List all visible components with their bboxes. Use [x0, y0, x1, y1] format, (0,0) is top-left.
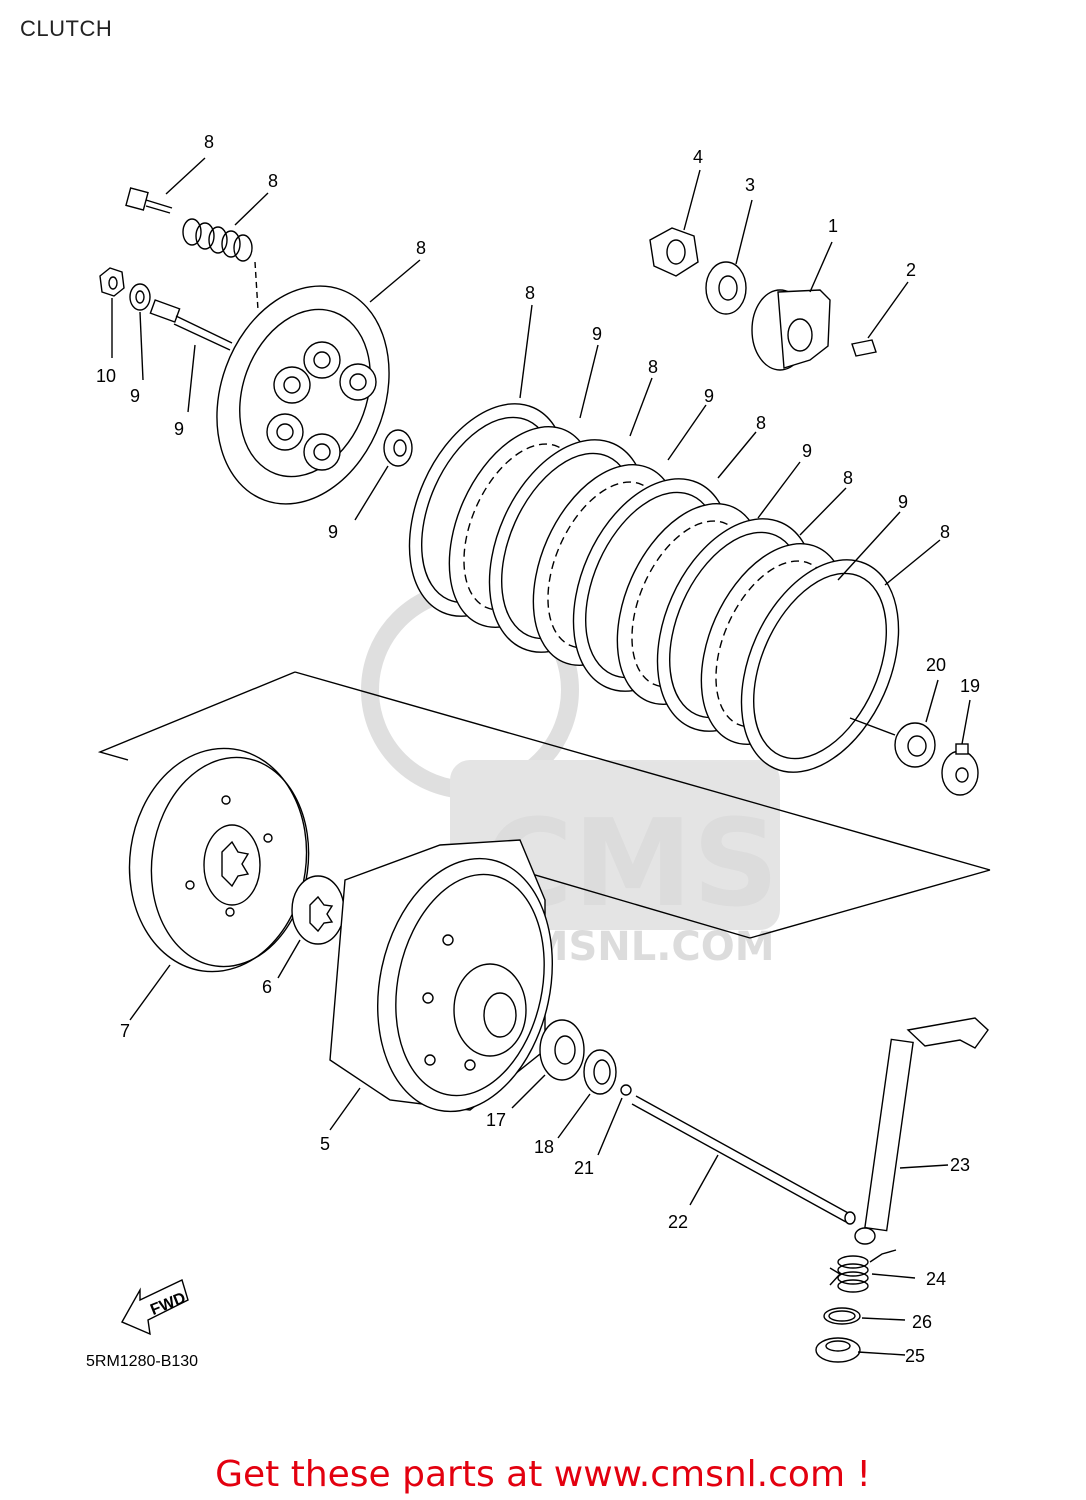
- callout-17[interactable]: 17: [486, 1110, 506, 1130]
- part-5-clutch-housing: [329, 839, 553, 1131]
- part-19-lock-washer: [941, 699, 979, 796]
- callout-9[interactable]: 9: [802, 441, 812, 461]
- part-16-nut: [99, 267, 125, 358]
- callout-5[interactable]: 5: [320, 1134, 330, 1154]
- callout-6[interactable]: 6: [262, 977, 272, 997]
- callout-9[interactable]: 9: [898, 492, 908, 512]
- callout-18[interactable]: 18: [534, 1137, 554, 1157]
- assembly-outline-top: [294, 671, 991, 871]
- callout-26[interactable]: 26: [912, 1312, 932, 1332]
- callout-9[interactable]: 9: [592, 324, 602, 344]
- part-26-circlip: [823, 1307, 906, 1325]
- callout-15[interactable]: 9: [130, 386, 140, 406]
- callout-13[interactable]: 9: [328, 522, 338, 542]
- part-7-primary-driven-gear: [128, 747, 310, 1021]
- part-15-washer: [129, 283, 151, 381]
- callout-2[interactable]: 2: [906, 260, 916, 280]
- page-title: CLUTCH: [20, 16, 113, 41]
- callout-22[interactable]: 22: [668, 1212, 688, 1232]
- part-8-friction-plate: [740, 559, 900, 773]
- part-23-push-lever: [854, 1017, 989, 1245]
- callout-25[interactable]: 25: [905, 1346, 925, 1366]
- callout-7[interactable]: 7: [120, 1021, 130, 1041]
- part-13-bearing: [354, 429, 413, 521]
- callout-19[interactable]: 19: [960, 676, 980, 696]
- part-1-primary-drive-gear: [751, 241, 833, 371]
- part-24-spring: [829, 1249, 916, 1293]
- part-4-nut: [649, 169, 701, 277]
- clutch-plate-stack: [408, 304, 941, 773]
- callout-23[interactable]: 23: [950, 1155, 970, 1175]
- fwd-direction-arrow-icon: FWD: [121, 1279, 189, 1336]
- callout-labels: 8 8 8 10 9 9 9 4 3 1 2 8 9 8 9 8 9 8 9 8…: [96, 132, 980, 1366]
- callout-11[interactable]: 8: [268, 171, 278, 191]
- callout-12[interactable]: 8: [204, 132, 214, 152]
- callout-8[interactable]: 8: [843, 468, 853, 488]
- part-21-ball: [597, 1084, 632, 1156]
- part-14-pin: [149, 299, 233, 413]
- callout-21[interactable]: 21: [574, 1158, 594, 1178]
- callout-3[interactable]: 3: [745, 175, 755, 195]
- part-3-washer: [705, 199, 753, 315]
- part-25-oil-seal: [815, 1337, 906, 1363]
- clutch-exploded-diagram: CMS WWW.CMSNL.COM: [86, 132, 991, 1370]
- part-10-pressure-plate: [216, 259, 421, 505]
- callout-14[interactable]: 9: [174, 419, 184, 439]
- callout-1[interactable]: 1: [828, 216, 838, 236]
- callout-16[interactable]: 10: [96, 366, 116, 386]
- part-22-push-rod: [631, 1095, 856, 1225]
- diagram-code: 5RM1280-B130: [86, 1353, 198, 1370]
- part-11-spring: [182, 192, 269, 311]
- cmsnl-parts-link[interactable]: Get these parts at www.cmsnl.com !: [215, 1454, 871, 1495]
- callout-8[interactable]: 8: [525, 283, 535, 303]
- part-17-washer: [511, 1019, 585, 1109]
- callout-20[interactable]: 20: [926, 655, 946, 675]
- callout-9[interactable]: 9: [704, 386, 714, 406]
- footer-promo: Get these parts at www.cmsnl.com !: [0, 1454, 1086, 1495]
- callout-8[interactable]: 8: [648, 357, 658, 377]
- part-20-bearing: [894, 679, 939, 768]
- part-12-bolt: [125, 157, 206, 214]
- part-2-key: [851, 281, 909, 357]
- callout-4[interactable]: 4: [693, 147, 703, 167]
- assembly-outline-right: [749, 869, 991, 939]
- callout-8[interactable]: 8: [940, 522, 950, 542]
- callout-8[interactable]: 8: [756, 413, 766, 433]
- callout-10[interactable]: 8: [416, 238, 426, 258]
- assembly-outline-left: [97, 671, 296, 761]
- callout-24[interactable]: 24: [926, 1269, 946, 1289]
- part-18-washer: [557, 1049, 617, 1139]
